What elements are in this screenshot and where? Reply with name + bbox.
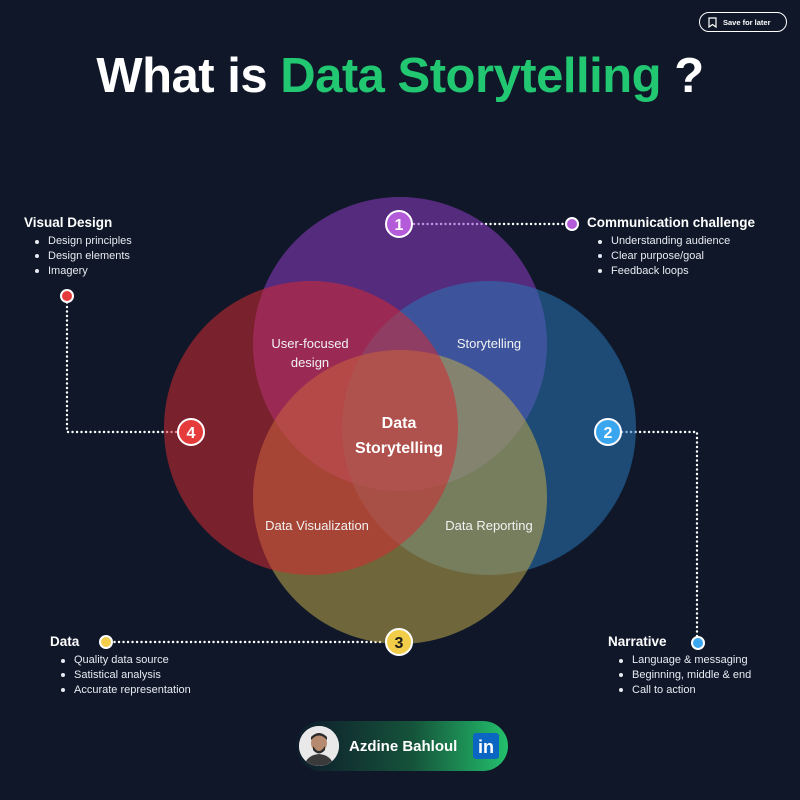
label-data-reporting: Data Reporting [445,518,532,533]
label-data-visualization: Data Visualization [265,518,369,533]
list-item: Design principles [35,235,132,247]
list-item: Design elements [35,249,130,262]
connector-4 [65,296,180,434]
author-badge[interactable]: Azdine Bahloul in [296,721,508,771]
save-label: Save for later [723,17,771,27]
connector-1-end-dot [565,217,579,231]
avatar [299,726,339,766]
title-accent: Data Storytelling [280,49,662,103]
title-suffix: ? [661,49,704,103]
marker-4-number: 4 [187,425,196,442]
visual-design-block: Visual Design Design principles Design e… [24,215,132,278]
label-user-focused-line1: User-focused [271,336,348,351]
list-item: Satistical analysis [61,668,191,683]
title-prefix: What is [96,49,281,103]
connector-3-end-dot [99,635,113,649]
list-item: Call to action [618,683,751,698]
label-storytelling: Storytelling [457,336,521,351]
list-item: Beginning, middle & end [618,668,752,681]
marker-4: 4 [177,418,205,446]
circle-visual-design [164,281,458,575]
marker-1: 1 [385,210,413,238]
page-title: What is Data Storytelling ? [0,48,800,104]
list-item: Language & messaging [618,653,751,668]
list-item: Accurate representation [61,683,191,696]
center-label-line1: Data [382,415,417,432]
communication-title: Communication challenge [587,215,756,230]
narrative-title: Narrative [608,634,667,649]
list-item: Clear purpose/goal [597,249,755,264]
data-title: Data [50,634,80,649]
connector-2-end-dot [691,636,705,650]
data-block: Data Quality data source Satistical anal… [50,634,191,697]
bookmark-icon [708,16,717,28]
communication-block: Communication challenge Understanding au… [587,215,755,278]
marker-3-number: 3 [395,635,404,652]
visual-design-title: Visual Design [24,215,113,230]
narrative-block: Narrative Language & messaging Beginning… [608,634,751,697]
linkedin-icon[interactable]: in [473,733,499,759]
save-for-later-button[interactable]: Save for later [699,12,787,32]
connector-2 [620,430,699,643]
data-list: Quality data source Satistical analysis … [50,653,191,697]
connector-4-end-dot [60,289,74,303]
list-item: Feedback loops [597,264,755,279]
label-user-focused-line2: design [291,355,329,370]
marker-2: 2 [594,418,622,446]
author-name: Azdine Bahloul [349,737,458,755]
communication-list: Understanding audience Clear purpose/goa… [587,234,755,278]
list-item: Understanding audience [597,234,755,249]
marker-1-number: 1 [395,217,404,234]
narrative-list: Language & messaging Beginning, middle &… [608,653,751,697]
list-item: Quality data source [61,653,191,668]
visual-design-list: Design principles Design elements Imager… [24,234,132,278]
list-item: Imagery [35,264,132,279]
marker-3: 3 [385,628,413,656]
marker-2-number: 2 [604,425,613,442]
center-label-line2: Storytelling [355,440,443,457]
avatar-portrait-icon [299,726,339,766]
linkedin-text: in [478,737,494,757]
